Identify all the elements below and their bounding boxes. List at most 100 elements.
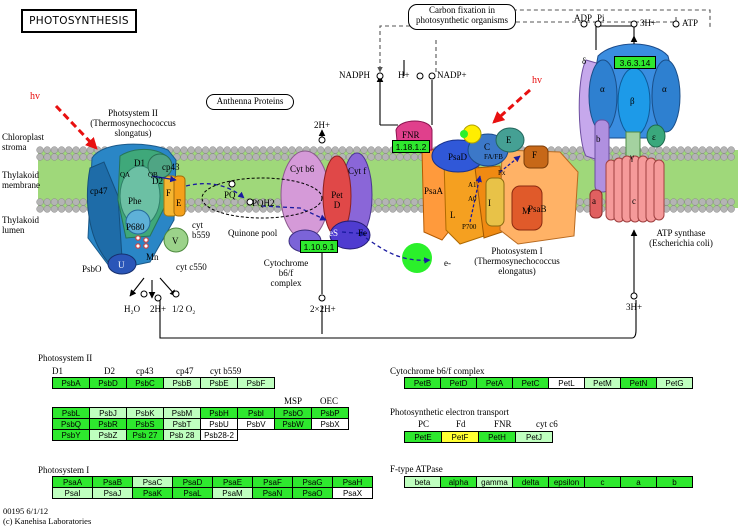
label-2h-bottom[interactable]: 2H+: [150, 304, 167, 314]
subunit-psad[interactable]: PsaD: [448, 152, 468, 162]
gene-psal[interactable]: PsaL: [172, 487, 213, 499]
gene-petg[interactable]: PetG: [656, 377, 693, 389]
subunit-psaa[interactable]: PsaA: [424, 186, 444, 196]
subunit-i[interactable]: I: [488, 198, 491, 208]
subunit-cp43[interactable]: cp43: [162, 162, 180, 172]
gene-gamma[interactable]: gamma: [476, 476, 513, 488]
gene-psb28-2[interactable]: Psb28-2: [200, 429, 238, 441]
gene-psbx[interactable]: PsbX: [311, 418, 349, 430]
label-3h-bottom[interactable]: 3H+: [626, 302, 643, 312]
gene-b[interactable]: b: [656, 476, 693, 488]
subunit-c-atp[interactable]: c: [632, 196, 636, 206]
label-h2o[interactable]: H₂O: [124, 304, 141, 314]
label-h-plus[interactable]: H+: [398, 70, 410, 80]
gene-psan[interactable]: PsaN: [252, 487, 293, 499]
gene-psba[interactable]: PsbA: [52, 377, 90, 389]
gene-psai[interactable]: PsaI: [52, 487, 93, 499]
gene-psaj[interactable]: PsaJ: [92, 487, 133, 499]
subunit-m[interactable]: M: [522, 206, 531, 216]
label-adp[interactable]: ADP: [574, 13, 593, 23]
gene-psao[interactable]: PsaO: [292, 487, 333, 499]
subunit-f-ps1[interactable]: F: [532, 150, 538, 160]
subunit-l[interactable]: L: [450, 210, 456, 220]
gene-psbe[interactable]: PsbE: [200, 377, 238, 389]
ec-cyt[interactable]: 1.10.9.1: [300, 240, 338, 253]
gene-peta[interactable]: PetA: [476, 377, 513, 389]
subunit-gamma[interactable]: γ: [630, 152, 634, 162]
subunit-cp47[interactable]: cp47: [90, 186, 108, 196]
gene-c[interactable]: c: [584, 476, 621, 488]
ec-fnr[interactable]: 1.18.1.2: [392, 140, 430, 153]
lipid-head: [187, 153, 195, 161]
gene-petl[interactable]: PetL: [548, 377, 585, 389]
lipid-head: [273, 153, 282, 161]
subunit-u[interactable]: U: [118, 260, 125, 270]
subunit-e[interactable]: E: [176, 198, 182, 208]
subunit-fnr[interactable]: FNR: [402, 130, 420, 140]
subunit-psbo[interactable]: PsbO: [82, 264, 102, 274]
gene-petb[interactable]: PetB: [404, 377, 441, 389]
gene-petj[interactable]: PetJ: [515, 431, 553, 443]
carbon-fixation-link[interactable]: Carbon fixation in photosynthetic organi…: [408, 4, 516, 30]
lipid-head: [245, 146, 253, 154]
gene-psax[interactable]: PsaX: [332, 487, 373, 499]
label-atp[interactable]: ATP: [682, 18, 699, 28]
gene-psbf[interactable]: PsbF: [237, 377, 275, 389]
gene-psak[interactable]: PsaK: [132, 487, 173, 499]
gene-peth[interactable]: PetH: [478, 431, 516, 443]
gene-petc[interactable]: PetC: [512, 377, 549, 389]
subunit-alpha-2[interactable]: α: [662, 84, 667, 94]
subunit-f[interactable]: F: [166, 188, 172, 198]
subunit-psab[interactable]: PsaB: [528, 204, 547, 214]
gene-psby[interactable]: PsbY: [52, 429, 90, 441]
gene-psam[interactable]: PsaM: [212, 487, 253, 499]
lipid-head: [223, 153, 231, 161]
gene-epsilon[interactable]: epsilon: [548, 476, 585, 488]
subunit-b[interactable]: b: [596, 134, 601, 144]
lipid-head: [374, 153, 383, 161]
gene-psbd[interactable]: PsbD: [89, 377, 127, 389]
gene-psb28[interactable]: Psb 28: [163, 429, 201, 441]
gene-alpha[interactable]: alpha: [440, 476, 477, 488]
gene-beta[interactable]: beta: [404, 476, 441, 488]
lipid-head: [324, 153, 332, 161]
subunit-d2[interactable]: D2: [152, 176, 163, 186]
subunit-c[interactable]: C: [484, 142, 491, 152]
gene-petd[interactable]: PetD: [440, 377, 477, 389]
subunit-petd[interactable]: Pet D: [331, 190, 343, 210]
label-half-o2[interactable]: 1/2 O₂: [172, 304, 196, 314]
gene-a[interactable]: a: [620, 476, 657, 488]
subunit-alpha-1[interactable]: α: [600, 84, 605, 94]
subunit-d1[interactable]: D1: [134, 158, 145, 168]
label-pi[interactable]: Pi: [597, 13, 605, 23]
gene-psbz[interactable]: PsbZ: [89, 429, 127, 441]
gene-psbw[interactable]: PsbW: [274, 418, 312, 430]
gene-petm[interactable]: PetM: [584, 377, 621, 389]
subunit-delta[interactable]: δ: [582, 56, 587, 66]
subunit-e-ps1[interactable]: E: [506, 135, 512, 145]
gene-psbv[interactable]: PsbV: [237, 418, 275, 430]
label-2x2h[interactable]: 2×2H+: [310, 304, 336, 314]
label-nadp-plus[interactable]: NADP+: [437, 70, 467, 80]
label-2h-top[interactable]: 2H+: [314, 120, 331, 130]
gene-psbc[interactable]: PsbC: [126, 377, 164, 389]
subunit-v[interactable]: V: [172, 236, 179, 246]
gene-petf[interactable]: PetF: [441, 431, 479, 443]
label-hv-right: hv: [532, 75, 542, 86]
subunit-a[interactable]: a: [592, 196, 596, 206]
label-3h-top[interactable]: 3H+: [640, 18, 657, 28]
subunit-cytb6[interactable]: Cyt b6: [290, 164, 315, 174]
lipid-head: [698, 198, 707, 206]
gene-pete[interactable]: PetE: [404, 431, 442, 443]
lipid-head: [57, 205, 66, 213]
gene-psb27[interactable]: Psb 27: [126, 429, 164, 441]
gene-petn[interactable]: PetN: [620, 377, 657, 389]
subunit-beta[interactable]: β: [630, 96, 635, 106]
gene-psbb[interactable]: PsbB: [163, 377, 201, 389]
label-nadph[interactable]: NADPH: [339, 70, 371, 80]
subunit-epsilon[interactable]: ε: [652, 132, 656, 142]
ec-atp[interactable]: 3.6.3.14: [614, 56, 656, 69]
antenna-proteins-link[interactable]: Anthenna Proteins: [206, 94, 294, 110]
subunit-cytf[interactable]: Cyt f: [348, 166, 367, 176]
gene-delta[interactable]: delta: [512, 476, 549, 488]
